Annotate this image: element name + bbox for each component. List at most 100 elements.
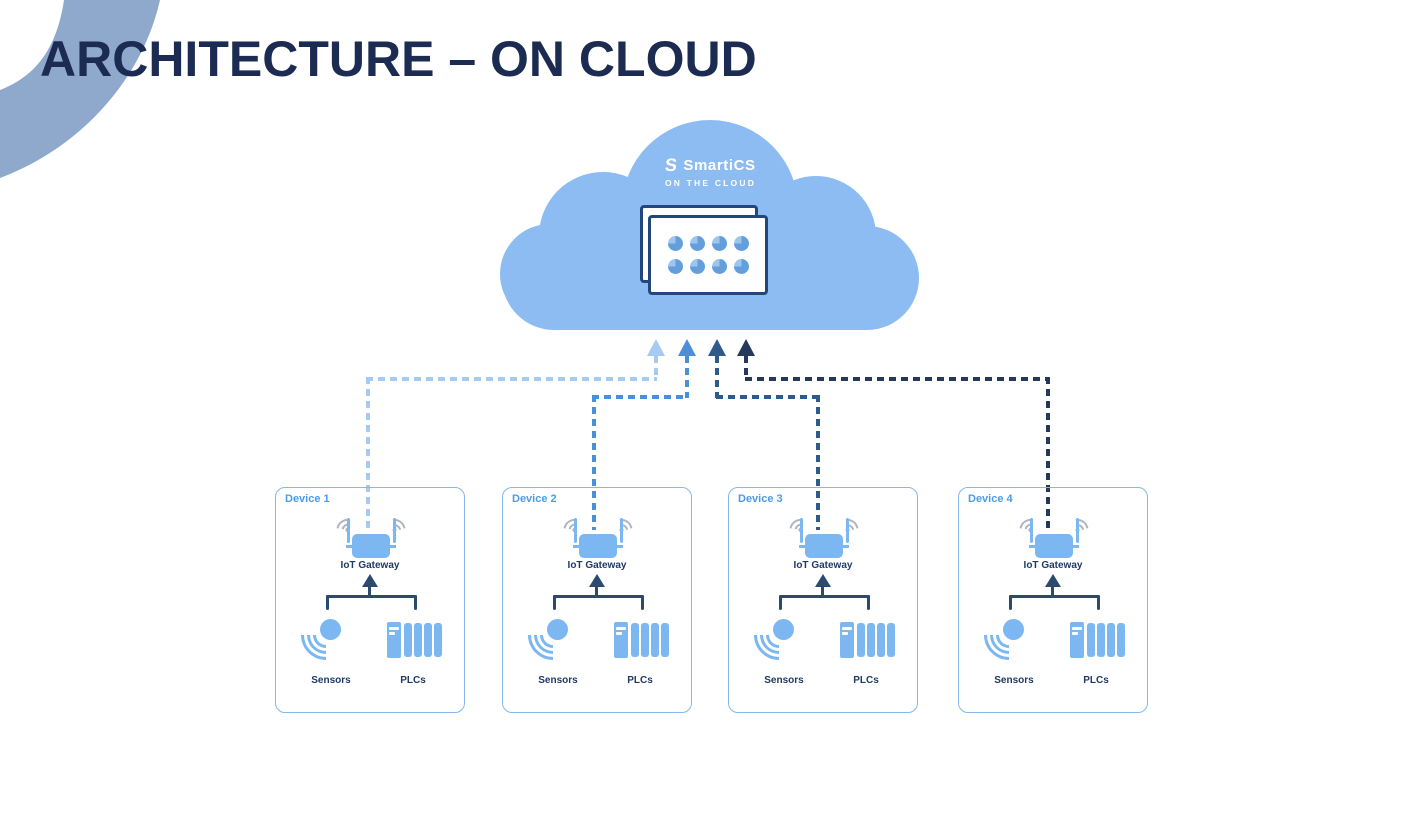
bracket-end [867,595,870,610]
antenna-icon [393,518,396,543]
sensor-icon [1003,619,1024,640]
bracket-end [553,595,556,610]
up-arrow-stem [368,585,371,596]
cloud: S SmartiCS ON THE CLOUD [498,116,923,332]
bracket-line [553,595,644,598]
up-arrow-stem [1051,585,1054,596]
connector-line-device1 [654,356,658,380]
gateway-label: IoT Gateway [793,560,853,571]
iot-gateway-icon [799,534,849,558]
logo-s-icon: S [664,155,679,175]
bracket-line [1009,595,1100,598]
gateway-label: IoT Gateway [1023,560,1083,571]
sensors-label: Sensors [538,675,578,686]
connector-line-device3 [816,395,820,530]
upload-arrow-icon [647,339,665,356]
upload-arrow-icon [708,339,726,356]
bracket-line [779,595,870,598]
antenna-icon [800,518,803,543]
plcs-label: PLCs [1083,675,1109,686]
device-label: Device 1 [285,493,330,505]
up-arrow-stem [821,585,824,596]
up-arrow-icon [589,574,605,587]
data-circle-icon [667,236,683,251]
wifi-signal-icon [832,503,872,546]
plcs-label: PLCs [400,675,426,686]
connector-line-device3 [716,395,820,399]
device-box-4: Device 4 IoT Gateway Sensors PLCs [958,487,1148,713]
connector-line-device4 [744,356,748,380]
sensor-wave-icon [517,599,589,671]
up-arrow-stem [595,585,598,596]
device-box-2: Device 2 IoT Gateway Sensors PLCs [502,487,692,713]
wifi-signal-icon [606,503,646,546]
antenna-icon [846,518,849,543]
sensors-label: Sensors [994,675,1034,686]
iot-gateway-icon [1029,534,1079,558]
decorative-arc [0,0,160,178]
card-front [648,215,768,295]
data-circle-icon [689,259,705,274]
sensors-label: Sensors [764,675,804,686]
dashboard-cards-icon [640,205,770,297]
data-circle-icon [733,236,749,251]
data-circle-icon [711,259,727,274]
antenna-icon [574,518,577,543]
bracket-line [326,595,417,598]
sensors-label: Sensors [311,675,351,686]
connector-line-device1 [366,377,657,381]
up-arrow-icon [362,574,378,587]
antenna-icon [1030,518,1033,543]
connector-line-device3 [715,356,719,398]
plc-icon [387,622,442,658]
device-box-3: Device 3 IoT Gateway Sensors PLCs [728,487,918,713]
connector-line-device4 [745,377,1049,381]
data-circle-icon [667,259,683,274]
device-box-1: Device 1 IoT Gateway Sensors PLCs [275,487,465,713]
plcs-label: PLCs [853,675,879,686]
connector-line-device1 [366,377,370,530]
sensor-wave-icon [743,599,815,671]
iot-gateway-icon [573,534,623,558]
connector-line-device2 [592,395,688,399]
gateway-label: IoT Gateway [567,560,627,571]
plcs-label: PLCs [627,675,653,686]
plc-icon [840,622,895,658]
bracket-end [1009,595,1012,610]
data-circle-icon [689,236,705,251]
bracket-end [414,595,417,610]
connector-line-device4 [1046,377,1050,530]
page-title: ARCHITECTURE – ON CLOUD [40,31,757,87]
bracket-end [326,595,329,610]
sensor-wave-icon [973,599,1045,671]
iot-gateway-icon [346,534,396,558]
sensor-icon [320,619,341,640]
data-circle-icon [711,236,727,251]
device-label: Device 3 [738,493,783,505]
connector-line-device2 [592,395,596,530]
up-arrow-icon [1045,574,1061,587]
smartics-logo: S SmartiCS ON THE CLOUD [498,155,923,188]
antenna-icon [1076,518,1079,543]
up-arrow-icon [815,574,831,587]
bracket-end [1097,595,1100,610]
plc-icon [1070,622,1125,658]
sensor-icon [547,619,568,640]
data-circle-icon [733,259,749,274]
connector-line-device2 [685,356,689,398]
plc-icon [614,622,669,658]
gateway-label: IoT Gateway [340,560,400,571]
device-label: Device 2 [512,493,557,505]
bracket-end [779,595,782,610]
sensor-wave-icon [290,599,362,671]
device-label: Device 4 [968,493,1013,505]
wifi-signal-icon [379,503,419,546]
upload-arrow-icon [678,339,696,356]
sensor-icon [773,619,794,640]
bracket-end [641,595,644,610]
wifi-signal-icon [1062,503,1102,546]
antenna-icon [347,518,350,543]
logo-text: SmartiCS [683,156,756,174]
upload-arrow-icon [737,339,755,356]
